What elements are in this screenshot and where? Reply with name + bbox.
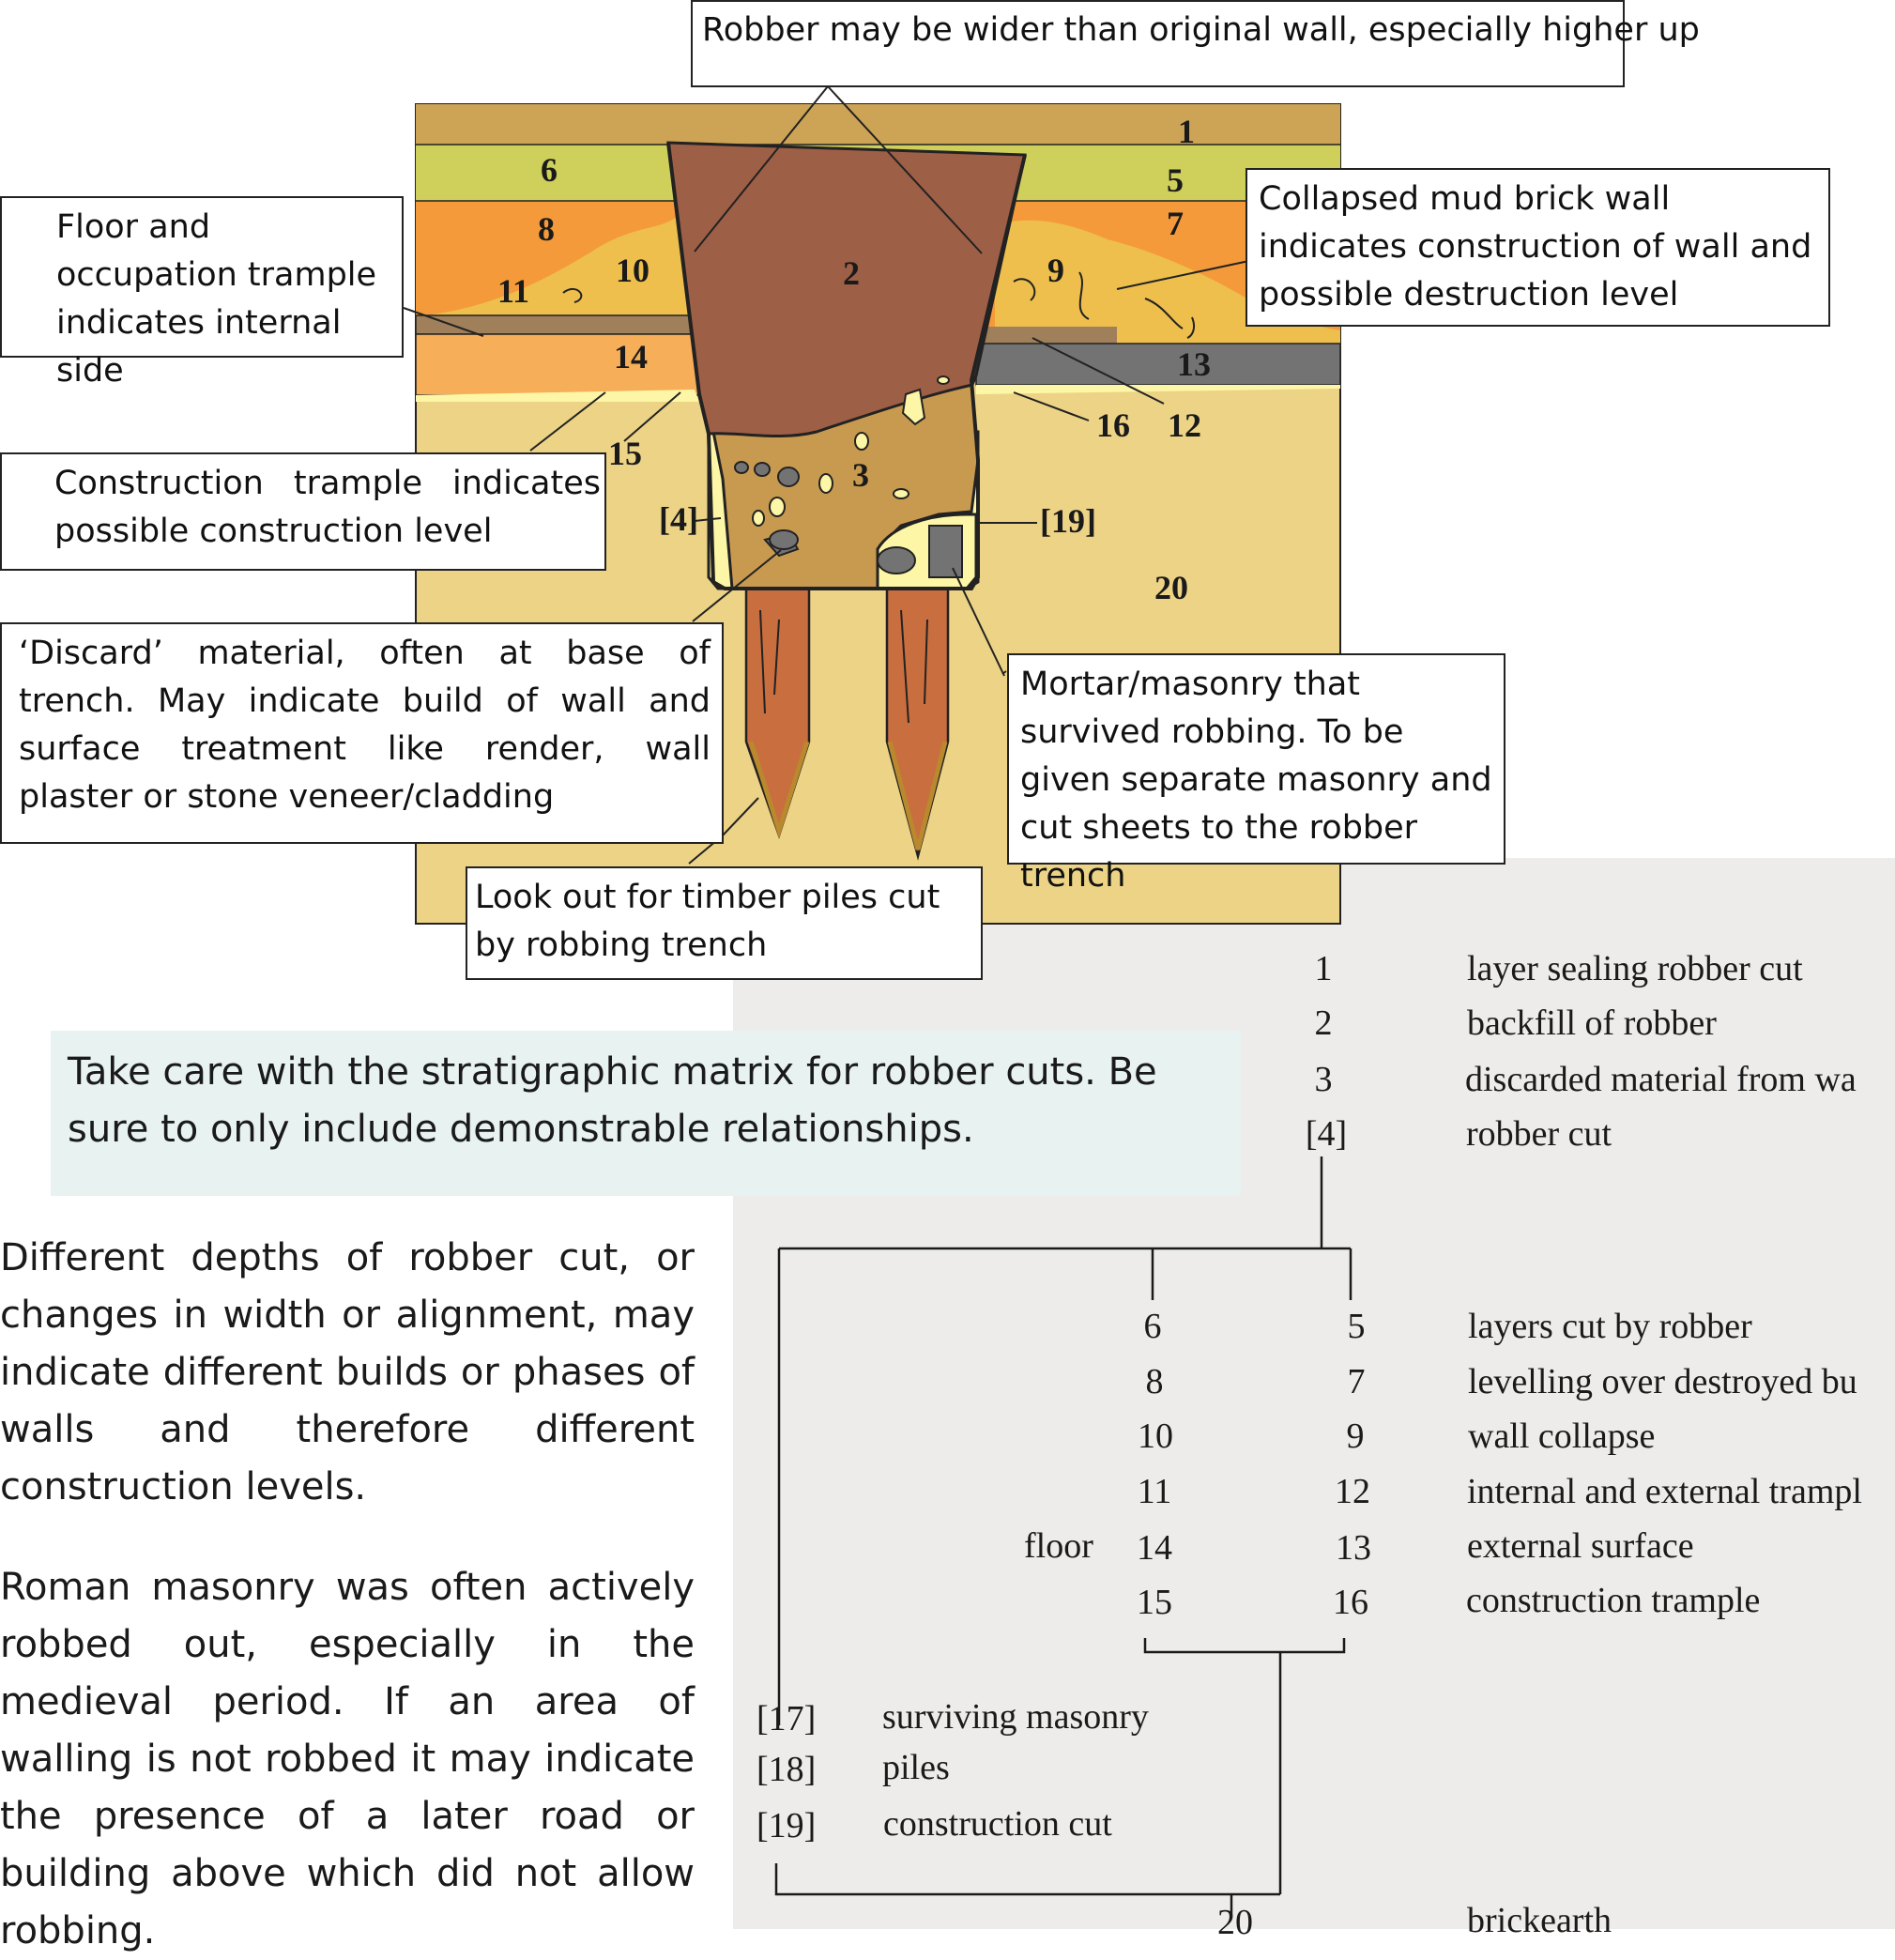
matrix-num-4: [4] (1305, 1114, 1348, 1154)
layer-10 (416, 218, 695, 316)
matrix-desc-18: piles (882, 1748, 950, 1787)
label-16: 16 (1096, 406, 1130, 444)
callout-mortar-text: Mortar/masonry that survived robbing. To… (1020, 666, 1492, 895)
matrix-desc-2: backfill of robber (1467, 1003, 1717, 1043)
callout-robber-wider: Robber may be wider than original wall, … (691, 0, 1700, 87)
callout-construction-trample: Construction trample indicates possible … (0, 452, 606, 571)
matrix-right-13: 13 (1336, 1528, 1371, 1568)
layer-12 (976, 327, 1117, 344)
label-20: 20 (1154, 569, 1188, 606)
robber-backfill-2 (666, 141, 1027, 438)
matrix-num-3: 3 (1314, 1060, 1333, 1099)
label-8: 8 (538, 210, 555, 248)
matrix-left-8: 8 (1145, 1362, 1164, 1401)
callout-discard: ‘Discard’ material, often at base of tre… (0, 622, 724, 844)
matrix-desc-1: layer sealing robber cut (1467, 949, 1803, 988)
layer-16 (976, 385, 1340, 394)
label-5: 5 (1167, 161, 1184, 199)
matrix-right-7: 7 (1347, 1362, 1366, 1401)
matrix-left-10: 10 (1138, 1416, 1173, 1456)
matrix-left-11: 11 (1137, 1472, 1172, 1511)
label-4: [4] (659, 500, 698, 538)
label-3: 3 (852, 456, 869, 494)
matrix-desc-cut-6: construction trample (1466, 1581, 1761, 1620)
matrix-right-5: 5 (1347, 1307, 1366, 1346)
layer-14 (415, 333, 708, 396)
matrix-num-20: 20 (1217, 1903, 1253, 1942)
callout-floor: Floor and occupation trample indicates i… (0, 196, 404, 390)
matrix-num-19: [19] (756, 1806, 817, 1845)
callout-collapsed-text: Collapsed mud brick wall indicates const… (1259, 180, 1812, 314)
matrix-num-18: [18] (756, 1750, 817, 1789)
matrix-desc-4: robber cut (1466, 1114, 1612, 1154)
matrix-num-1: 1 (1314, 949, 1333, 988)
matrix-left-15: 15 (1137, 1583, 1172, 1622)
callout-collapsed: Collapsed mud brick wall indicates const… (1246, 168, 1830, 327)
layer-15 (416, 390, 699, 402)
robber-cut-4 (666, 142, 1027, 590)
label-19: [19] (1040, 502, 1096, 540)
matrix-desc-17: surviving masonry (882, 1697, 1149, 1737)
matrix-num-17: [17] (756, 1699, 817, 1738)
callout-construction-trample-text: Construction trample indicates possible … (54, 465, 601, 550)
matrix-left-14: 14 (1137, 1528, 1172, 1568)
callout-timber-text: Look out for timber piles cut by robbing… (475, 879, 940, 964)
callout-mortar: Mortar/masonry that survived robbing. To… (1007, 653, 1505, 895)
matrix-desc-cut-3: wall collapse (1468, 1416, 1656, 1456)
matrix-desc-19: construction cut (883, 1804, 1112, 1844)
matrix-right-9: 9 (1346, 1416, 1365, 1456)
label-13: 13 (1177, 345, 1211, 383)
label-12: 12 (1168, 406, 1201, 444)
label-10: 10 (616, 252, 649, 289)
matrix-desc-cut-1: layers cut by robber (1468, 1307, 1752, 1346)
stratigraphic-note: Take care with the stratigraphic matrix … (51, 1031, 1241, 1196)
callout-timber: Look out for timber piles cut by robbing… (466, 866, 983, 980)
matrix-left-6: 6 (1143, 1307, 1162, 1346)
label-14: 14 (614, 338, 648, 375)
matrix-desc-3: discarded material from wa (1465, 1060, 1857, 1099)
matrix-right-16: 16 (1333, 1583, 1368, 1622)
callout-discard-text: ‘Discard’ material, often at base of tre… (19, 635, 711, 816)
matrix-num-2: 2 (1314, 1003, 1333, 1043)
label-9: 9 (1047, 252, 1064, 289)
matrix-desc-cut-5: external surface (1467, 1526, 1694, 1566)
label-15: 15 (608, 435, 642, 472)
matrix-right-12: 12 (1335, 1472, 1370, 1511)
paragraph-depths: Different depths of robber cut, or chang… (0, 1236, 695, 1508)
matrix-desc-cut-2: levelling over destroyed bu (1468, 1362, 1857, 1401)
label-6: 6 (541, 151, 558, 189)
paragraph-roman-masonry: Roman masonry was often actively robbed … (0, 1566, 695, 1952)
stratigraphic-note-text: Take care with the stratigraphic matrix … (68, 1050, 1157, 1151)
callout-floor-text: Floor and occupation trample indicates i… (56, 208, 377, 390)
matrix-desc-20: brickearth (1467, 1901, 1612, 1940)
label-2: 2 (843, 254, 860, 292)
matrix-desc-cut-4: internal and external trampl (1467, 1472, 1862, 1511)
matrix-floor-prefix: floor (1024, 1526, 1093, 1566)
callout-robber-wider-text: Robber may be wider than original wall, … (702, 11, 1700, 49)
label-7: 7 (1167, 205, 1184, 242)
label-11: 11 (497, 272, 529, 310)
label-1: 1 (1178, 113, 1195, 150)
layer-1 (416, 104, 1340, 145)
